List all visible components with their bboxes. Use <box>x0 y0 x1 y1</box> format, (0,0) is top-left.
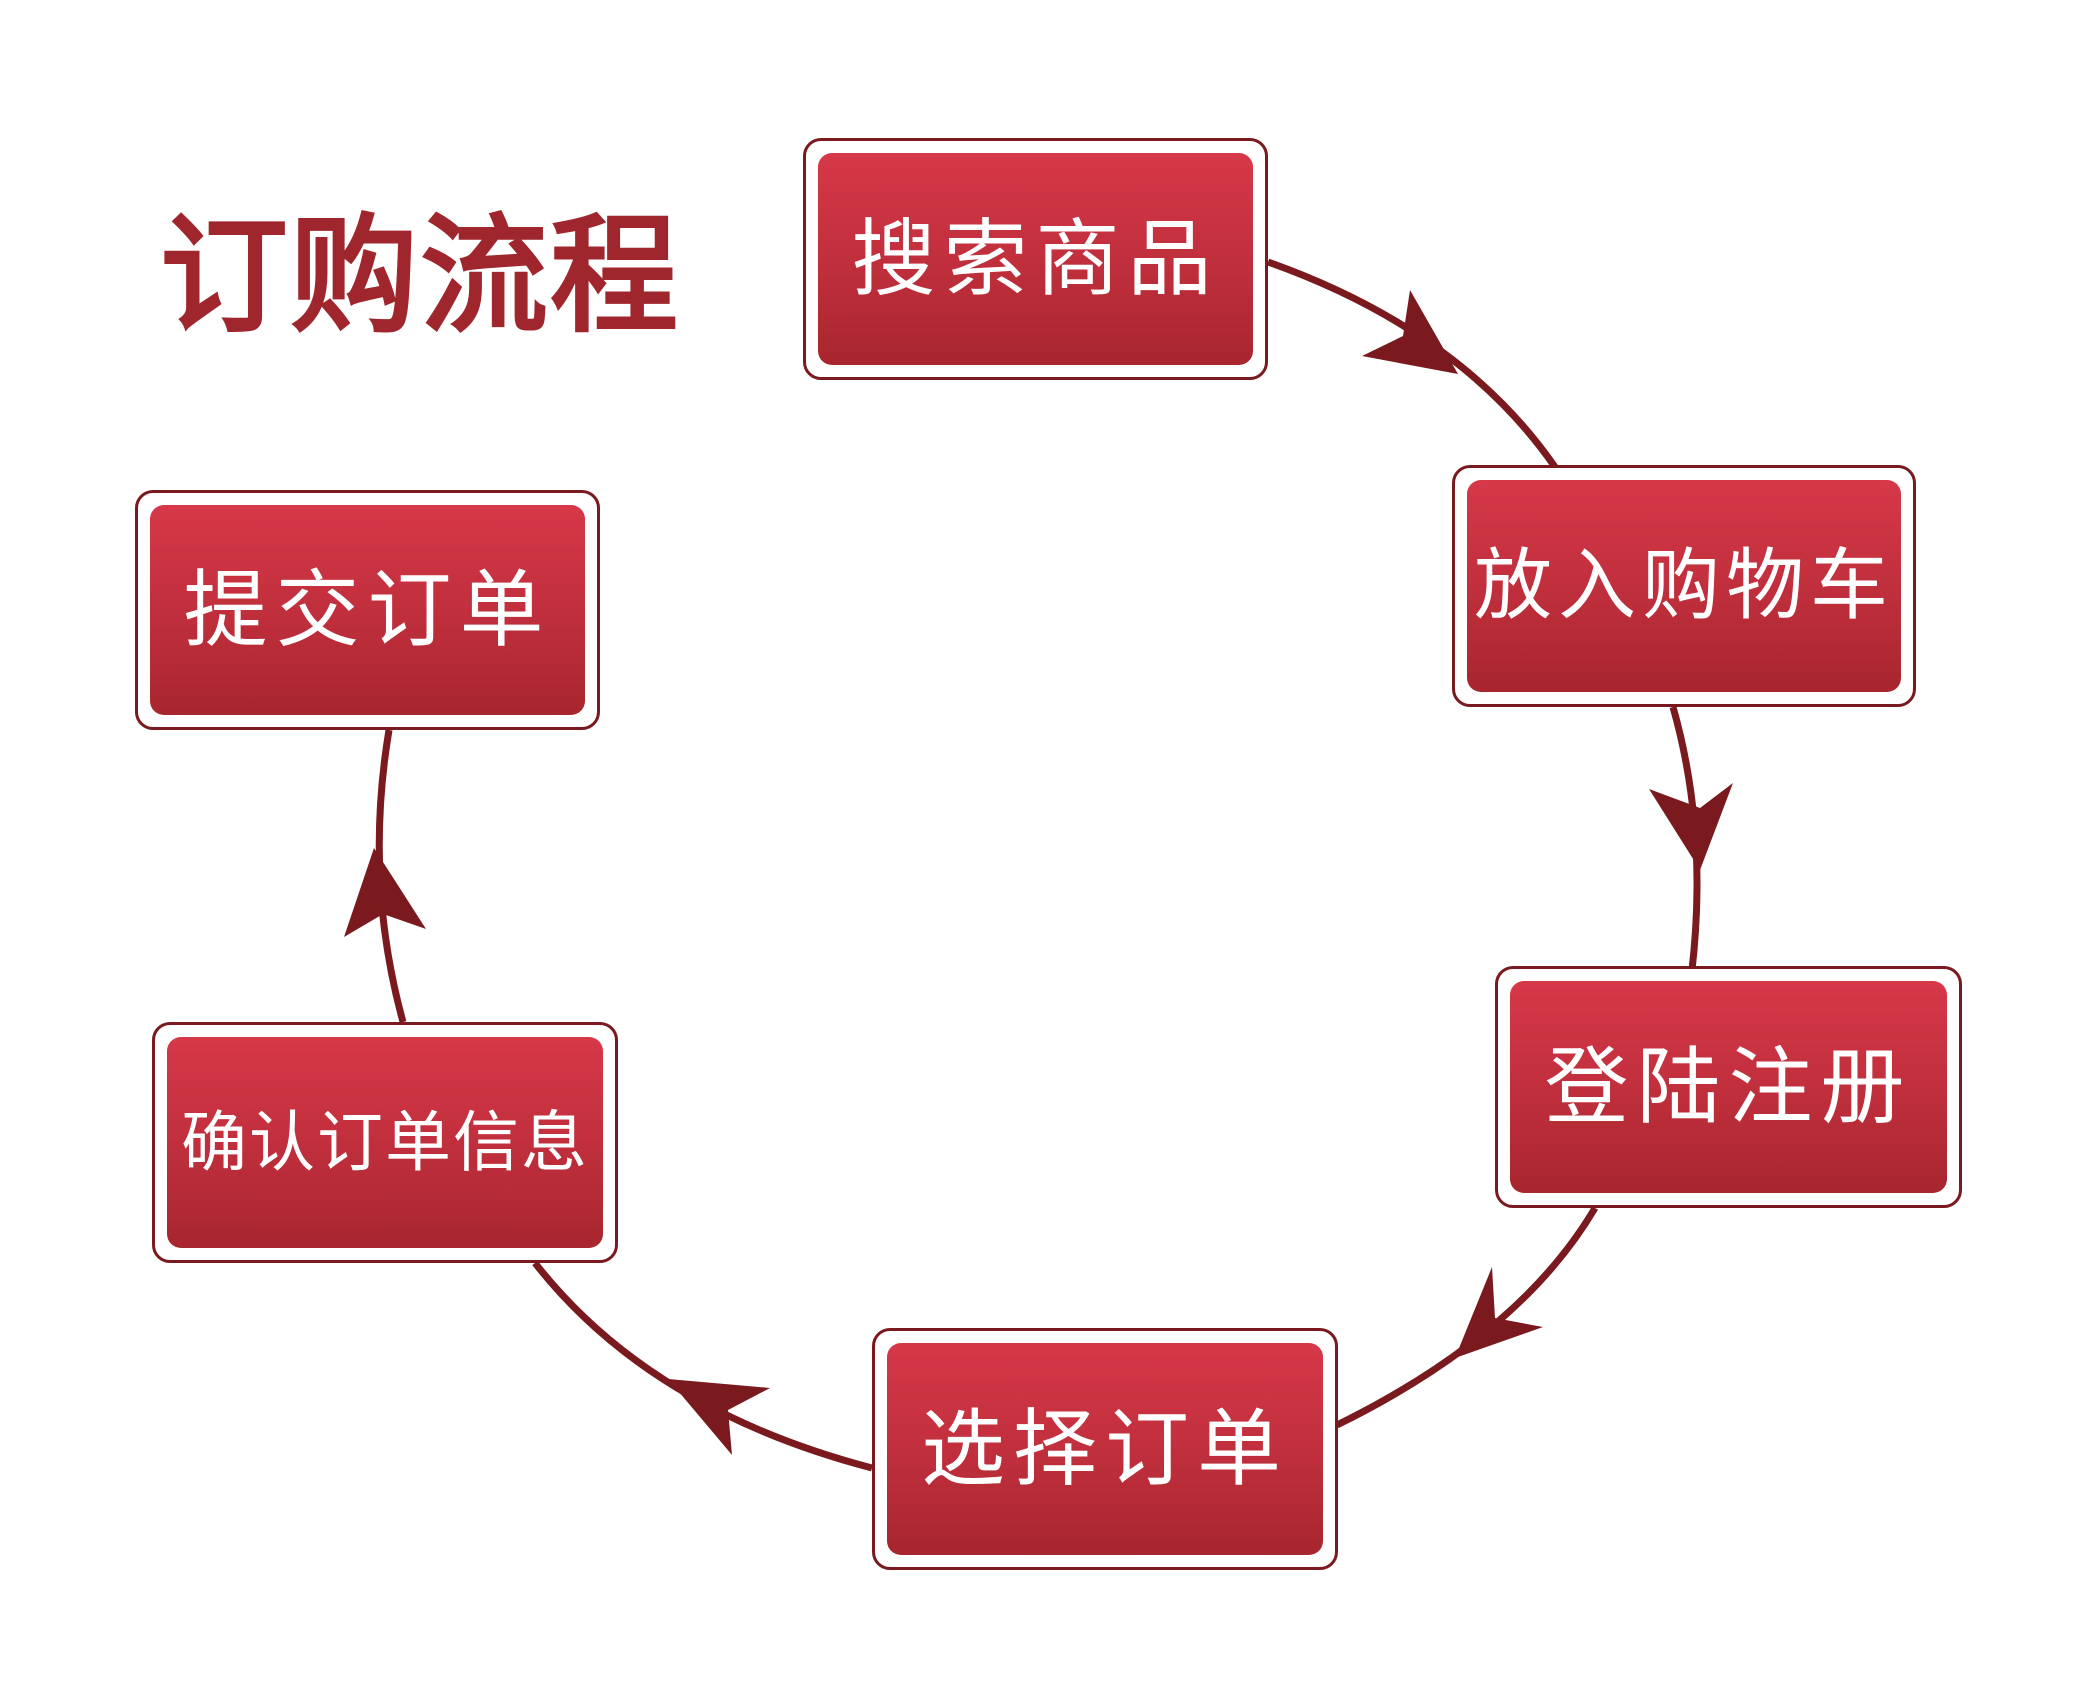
cycle-connectors <box>375 258 1701 1472</box>
step-submit-order: 提交订单 <box>135 490 600 730</box>
step-login-register: 登陆注册 <box>1495 966 1962 1208</box>
step-box-fill: 登陆注册 <box>1510 981 1947 1193</box>
page-title: 订购流程 <box>160 202 681 351</box>
arrowhead-to-confirm <box>668 1379 770 1455</box>
arrowhead-to-cart <box>1362 290 1458 374</box>
step-label: 放入购物车 <box>1473 541 1894 631</box>
step-label: 确认订单信息 <box>181 1103 589 1181</box>
step-box-fill: 放入购物车 <box>1467 480 1901 692</box>
arrowhead-to-submit <box>344 848 426 937</box>
step-label: 选择订单 <box>920 1400 1289 1498</box>
step-confirm-order-info: 确认订单信息 <box>152 1022 618 1263</box>
step-label: 搜索商品 <box>851 210 1220 308</box>
cycle-arrowheads <box>344 290 1733 1455</box>
step-box-fill: 搜索商品 <box>818 153 1253 365</box>
step-select-order: 选择订单 <box>872 1328 1338 1570</box>
step-label: 提交订单 <box>183 561 552 659</box>
step-box-fill: 确认订单信息 <box>167 1037 603 1248</box>
arrowhead-to-select <box>1455 1267 1543 1358</box>
arrowhead-to-login <box>1649 783 1733 870</box>
step-search-products: 搜索商品 <box>803 138 1268 380</box>
connector-select-to-confirm <box>532 1260 873 1472</box>
step-label: 登陆注册 <box>1544 1038 1913 1136</box>
step-box-fill: 选择订单 <box>887 1343 1323 1555</box>
connector-login-to-select <box>1335 1206 1599 1429</box>
step-box-fill: 提交订单 <box>150 505 585 715</box>
step-add-to-cart: 放入购物车 <box>1452 465 1916 707</box>
